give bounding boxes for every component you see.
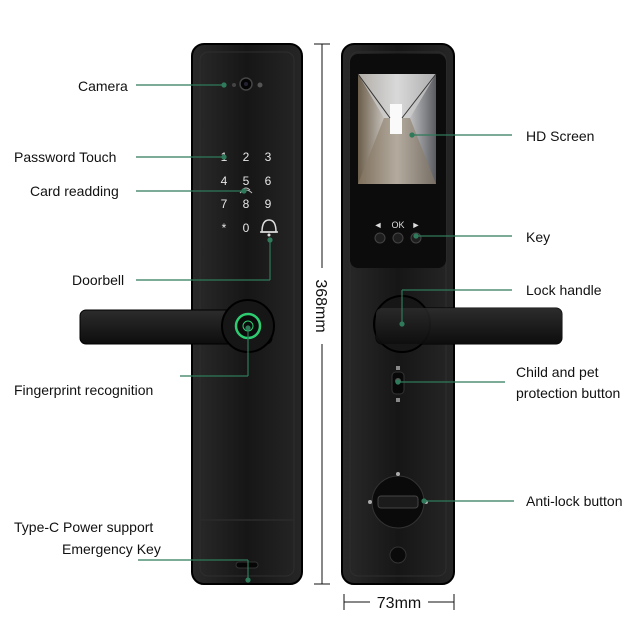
keypad-key[interactable]: 0 <box>243 221 250 235</box>
left-arrow-icon[interactable]: ◄ <box>374 220 383 230</box>
ok-label: OK <box>391 220 404 230</box>
anti-lock-label: Anti-lock button <box>526 493 623 509</box>
keypad-key[interactable]: 8 <box>243 197 250 211</box>
keypad-key[interactable]: 6 <box>265 174 272 188</box>
keypad-key[interactable]: 3 <box>265 150 272 164</box>
front-handle[interactable] <box>79 299 275 353</box>
width-label: 73mm <box>377 595 421 612</box>
height-dimension: 368mm <box>312 43 330 585</box>
child-protection-label-line1: Child and pet <box>516 364 599 380</box>
key-label: Key <box>526 229 551 245</box>
keypad-key[interactable]: 5 <box>243 174 250 188</box>
keypad-key[interactable]: 4 <box>221 174 228 188</box>
keypad-key[interactable]: 9 <box>265 197 272 211</box>
keypad-key[interactable]: 2 <box>243 150 250 164</box>
hd-screen <box>357 73 437 184</box>
anti-lock-knob[interactable] <box>368 472 428 529</box>
width-dimension: 73mm <box>343 592 455 612</box>
emergency-keyhole[interactable] <box>389 546 407 564</box>
keypad-key[interactable]: 7 <box>221 197 228 211</box>
doorbell-icon[interactable] <box>260 219 278 237</box>
lock-handle-label: Lock handle <box>526 282 602 298</box>
doorbell-label: Doorbell <box>72 272 125 288</box>
camera-label: Camera <box>78 78 128 94</box>
fingerprint-label: Fingerprint recognition <box>14 382 154 398</box>
keypad-key[interactable]: * <box>222 221 227 235</box>
card-reading-label: Card readding <box>30 183 119 199</box>
typec-label: Type-C Power support <box>14 519 154 535</box>
emergency-key-label: Emergency Key <box>62 541 161 557</box>
keypad: 1 2 3 4 5 6 7 8 9 * 0 <box>221 150 272 235</box>
key-button[interactable] <box>392 232 404 244</box>
right-arrow-icon[interactable]: ► <box>412 220 421 230</box>
height-label: 368mm <box>312 279 329 332</box>
key-button[interactable] <box>374 232 386 244</box>
password-touch-label: Password Touch <box>14 149 117 165</box>
type-c-port[interactable] <box>235 561 259 569</box>
child-protection-label-line2: protection button <box>516 385 621 401</box>
back-handle[interactable] <box>373 295 563 353</box>
hd-screen-label: HD Screen <box>526 128 595 144</box>
callout-lines <box>136 82 514 583</box>
